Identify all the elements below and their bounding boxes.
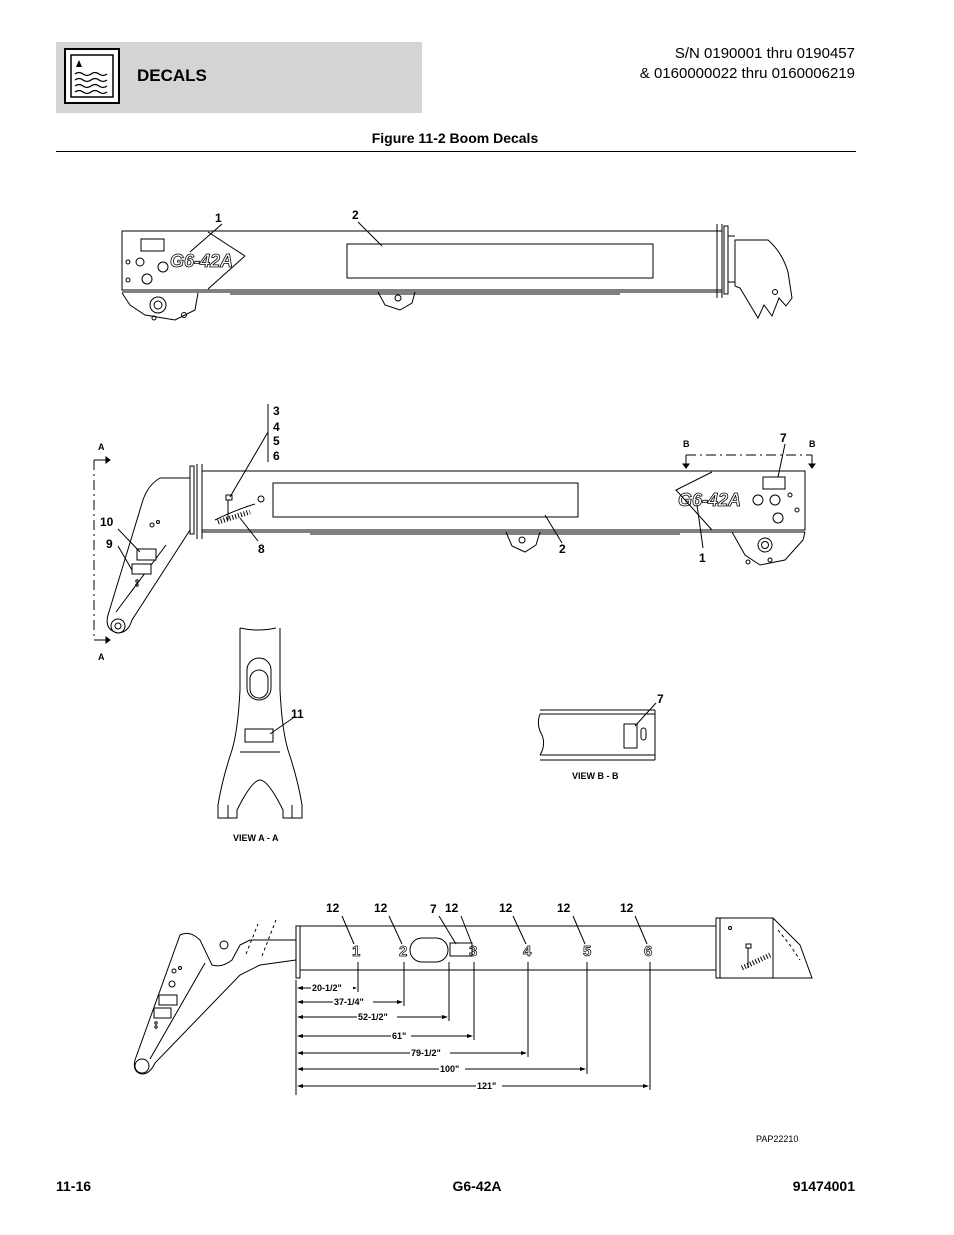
- view-a-label: VIEW A - A: [233, 833, 279, 843]
- callout-12-d: 12: [499, 901, 513, 915]
- leader-7-bottom: [438, 915, 457, 945]
- callout-12-e: 12: [557, 901, 571, 915]
- callout-7-middle: 7: [780, 431, 787, 445]
- footer-model: G6-42A: [452, 1178, 502, 1194]
- callout-4: 4: [273, 420, 280, 434]
- decal-7-view-b: [623, 723, 638, 749]
- leader-7-view-b: [634, 702, 657, 727]
- section-marker-b-right: B: [809, 439, 816, 449]
- callout-12-b: 12: [374, 901, 388, 915]
- callout-5: 5: [273, 434, 280, 448]
- callout-12-f: 12: [620, 901, 634, 915]
- view-b-b-drawing: [537, 709, 656, 761]
- leader-12-a: [341, 915, 355, 945]
- callout-3: 3: [273, 404, 280, 418]
- dimension-20-1-2: 20-1/2": [312, 983, 342, 993]
- leader-10: [117, 528, 141, 553]
- serial-line-2: & 0160000022 thru 0160006219: [639, 65, 855, 82]
- callout-2-top: 2: [352, 208, 359, 222]
- decal-7-middle: [762, 476, 786, 490]
- decal-2-middle: [272, 482, 579, 518]
- dimension-121: 121": [477, 1081, 496, 1091]
- callout-6: 6: [273, 449, 280, 463]
- callout-1-top: 1: [215, 211, 222, 225]
- serial-line-1: S/N 0190001 thru 0190457: [674, 45, 855, 62]
- leader-2-middle: [544, 514, 563, 544]
- header-rule: [56, 151, 856, 152]
- decal-9: [131, 563, 152, 575]
- boom-number-1: 1: [352, 943, 360, 960]
- leader-1-middle: [696, 504, 704, 549]
- callout-10: 10: [100, 515, 114, 529]
- leader-12-c: [460, 915, 473, 945]
- leader-9: [117, 545, 133, 571]
- serial-range: S/N 0190001 thru 0190457 & 0160000022 th…: [640, 44, 855, 84]
- dimension-52-1-2: 52-1/2": [358, 1012, 388, 1022]
- leader-3-6: [229, 431, 269, 498]
- boom-number-3: 3: [469, 943, 477, 960]
- decal-rect-bottom-2: [153, 1007, 172, 1019]
- leader-12-b: [388, 915, 403, 945]
- callout-2-middle: 2: [559, 542, 566, 556]
- page-number: 11-16: [56, 1178, 92, 1194]
- leader-2-top: [357, 221, 383, 247]
- decal-1-top: [140, 238, 165, 252]
- boom-number-4: 4: [523, 943, 532, 960]
- decal-rect-bottom-1: [158, 994, 178, 1006]
- view-b-label: VIEW B - B: [572, 771, 619, 781]
- middle-boom-drawing: [106, 464, 806, 634]
- boom-number-6: 6: [644, 943, 652, 960]
- decal-7-bottom: [449, 942, 473, 957]
- view-a-a-drawing: [217, 627, 303, 819]
- callout-7-view-b: 7: [657, 692, 664, 706]
- callout-12-c: 12: [445, 901, 459, 915]
- section-line-b: [682, 454, 816, 469]
- boom-number-2: 2: [399, 943, 407, 960]
- boom-number-5: 5: [583, 943, 591, 960]
- callout-1-middle: 1: [699, 551, 706, 565]
- callout-7-bottom: 7: [430, 902, 437, 916]
- callout-11: 11: [291, 707, 304, 721]
- manual-section-icon: [64, 48, 120, 104]
- bottom-boom-drawing: [133, 917, 813, 1075]
- doc-number: 91474001: [792, 1178, 855, 1194]
- leader-7-middle: [777, 443, 786, 478]
- decal-2-top: [346, 243, 654, 279]
- callout-8: 8: [258, 542, 265, 556]
- leader-1-top: [189, 223, 223, 253]
- section-marker-a-top: A: [98, 442, 105, 452]
- section-marker-a-bottom: A: [98, 652, 105, 662]
- decal-10: [136, 548, 157, 561]
- section-title: DECALS: [137, 66, 207, 85]
- leader-12-e: [572, 915, 586, 945]
- decal-11: [244, 728, 274, 743]
- dimension-61: 61": [392, 1031, 406, 1041]
- drawing-id: PAP22210: [756, 1134, 798, 1144]
- leader-12-f: [634, 915, 648, 945]
- callout-9: 9: [106, 537, 113, 551]
- dimension-37-1-4: 37-1/4": [334, 997, 364, 1007]
- dimension-100: 100": [440, 1064, 459, 1074]
- leader-12-d: [512, 915, 527, 945]
- model-decal-text-middle: G6-42A: [678, 490, 741, 510]
- top-boom-drawing: [121, 224, 793, 321]
- model-decal-text-top: G6-42A: [170, 251, 233, 271]
- section-marker-b-left: B: [683, 439, 690, 449]
- section-line-a: [93, 456, 111, 644]
- dimension-lines: [295, 962, 651, 1095]
- model-decal-middle: G6-42A: [678, 490, 742, 511]
- leader-8: [239, 517, 259, 542]
- model-decal-top: G6-42A: [170, 251, 234, 272]
- leader-11: [269, 717, 294, 735]
- dimension-79-1-2: 79-1/2": [411, 1048, 441, 1058]
- figure-title: Figure 11-2 Boom Decals: [371, 130, 539, 146]
- header-banner: DECALS: [56, 42, 422, 113]
- callout-12-a: 12: [326, 901, 340, 915]
